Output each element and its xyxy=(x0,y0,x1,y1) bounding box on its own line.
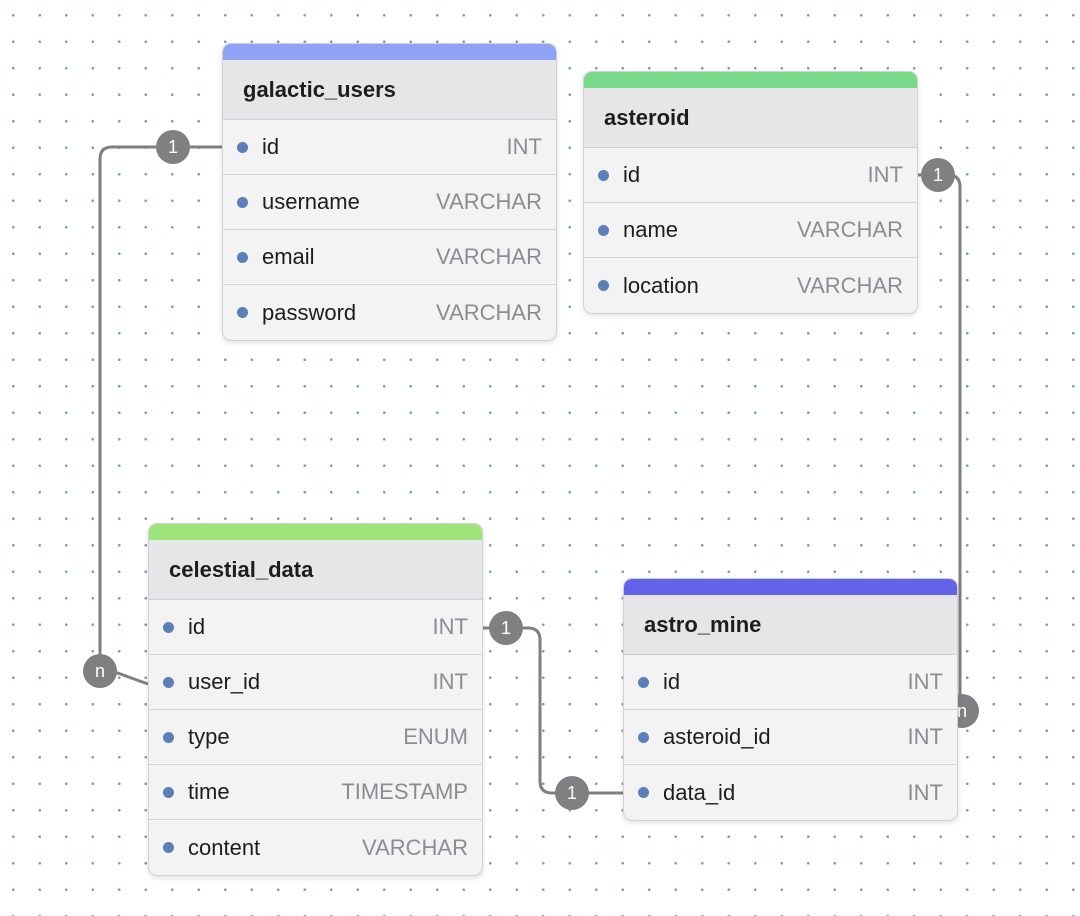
table-astro-mine[interactable]: astro_mine id INT asteroid_id INT data_i… xyxy=(623,578,958,821)
cardinality-badge-celestial-astromine-to-circle xyxy=(555,776,589,810)
field-name: type xyxy=(188,724,230,749)
field-row-data-id[interactable]: data_id INT xyxy=(624,765,957,820)
table-galactic-users[interactable]: galactic_users id INT username VARCHAR e… xyxy=(222,43,557,341)
field-type: INT xyxy=(907,724,943,749)
field-dot-icon xyxy=(237,196,248,208)
cardinality-badge-users-celestial-from-circle xyxy=(156,130,190,164)
cardinality-badge-celestial-astromine-from: 1 xyxy=(489,611,523,645)
field-row-username[interactable]: username VARCHAR xyxy=(223,175,556,230)
field-row-id[interactable]: id INT xyxy=(223,120,556,175)
field-type: INT xyxy=(506,134,542,159)
cardinality-badge-users-celestial-to: n xyxy=(83,654,117,688)
cardinality-badge-asteroid-astromine-from-circle xyxy=(921,158,955,192)
field-row-user-id[interactable]: user_id INT xyxy=(149,655,482,710)
table-celestial-data[interactable]: celestial_data id INT user_id INT type E… xyxy=(148,523,483,876)
table-title: asteroid xyxy=(604,104,690,130)
table-title: galactic_users xyxy=(243,76,396,102)
field-row-time[interactable]: time TIMESTAMP xyxy=(149,765,482,820)
field-type: VARCHAR xyxy=(362,834,468,860)
cardinality-badge-celestial-astromine-from-label: 1 xyxy=(501,618,511,638)
relationship-line-celestial-astromine[interactable] xyxy=(483,626,623,795)
field-name: user_id xyxy=(188,669,261,694)
field-row-id[interactable]: id INT xyxy=(149,600,482,655)
field-type: VARCHAR xyxy=(436,299,542,325)
field-type: VARCHAR xyxy=(436,189,542,214)
field-row-password[interactable]: password VARCHAR xyxy=(223,285,556,340)
field-row-content[interactable]: content VARCHAR xyxy=(149,820,482,875)
field-type: TIMESTAMP xyxy=(341,779,468,804)
field-dot-icon xyxy=(598,280,609,291)
field-name: id xyxy=(623,162,641,187)
table-header[interactable]: astro_mine xyxy=(624,595,957,655)
field-dot-icon xyxy=(163,842,174,853)
field-type: INT xyxy=(867,162,903,187)
field-dot-icon xyxy=(163,676,174,688)
field-dot-icon xyxy=(237,251,248,263)
field-dot-icon xyxy=(237,307,248,318)
field-row-asteroid-id[interactable]: asteroid_id INT xyxy=(624,710,957,765)
field-dot-icon xyxy=(163,786,174,798)
field-name: password xyxy=(262,299,357,325)
field-name: id xyxy=(663,669,681,694)
cardinality-badge-celestial-astromine-to: 1 xyxy=(555,776,589,810)
cardinality-badge-users-celestial-to-circle xyxy=(83,654,117,688)
cardinality-badge-celestial-astromine-to-label: 1 xyxy=(567,783,577,803)
cardinality-badge-asteroid-astromine-to-label: n xyxy=(957,701,967,721)
field-type: INT xyxy=(432,669,468,694)
field-name: data_id xyxy=(663,779,736,805)
table-asteroid[interactable]: asteroid id INT name VARCHAR location VA… xyxy=(583,71,918,314)
field-dot-icon xyxy=(638,731,649,743)
table-accent-bar xyxy=(223,44,556,60)
field-name: location xyxy=(623,272,699,298)
field-row-type[interactable]: type ENUM xyxy=(149,710,482,765)
field-name: asteroid_id xyxy=(663,724,771,749)
field-dot-icon xyxy=(237,141,248,153)
field-dot-icon xyxy=(163,621,174,633)
table-header[interactable]: asteroid xyxy=(584,88,917,148)
field-dot-icon xyxy=(598,224,609,236)
cardinality-badge-users-celestial-to-label: n xyxy=(95,661,105,681)
field-name: username xyxy=(262,189,360,214)
field-row-location[interactable]: location VARCHAR xyxy=(584,258,917,313)
cardinality-badge-users-celestial-from-label: 1 xyxy=(168,137,178,157)
field-type: VARCHAR xyxy=(797,272,903,298)
cardinality-badge-users-celestial-from: 1 xyxy=(156,130,190,164)
cardinality-badge-asteroid-astromine-from-label: 1 xyxy=(933,165,943,185)
table-title: celestial_data xyxy=(169,556,314,582)
table-accent-bar xyxy=(584,72,917,88)
field-type: INT xyxy=(907,779,943,805)
table-header[interactable]: galactic_users xyxy=(223,60,556,120)
field-type: VARCHAR xyxy=(436,244,542,269)
field-name: time xyxy=(188,779,230,804)
field-name: content xyxy=(188,834,261,860)
table-title: astro_mine xyxy=(644,611,762,637)
field-row-id[interactable]: id INT xyxy=(624,655,957,710)
field-dot-icon xyxy=(163,731,174,743)
field-type: INT xyxy=(907,669,943,694)
table-accent-bar xyxy=(624,579,957,595)
field-name: email xyxy=(262,244,315,269)
field-type: INT xyxy=(432,614,468,639)
field-dot-icon xyxy=(638,787,649,798)
field-name: id xyxy=(188,614,206,639)
field-row-id[interactable]: id INT xyxy=(584,148,917,203)
field-row-email[interactable]: email VARCHAR xyxy=(223,230,556,285)
field-type: VARCHAR xyxy=(797,217,903,242)
field-type: ENUM xyxy=(403,724,468,749)
field-name: name xyxy=(623,217,679,242)
cardinality-badge-asteroid-astromine-from: 1 xyxy=(921,158,955,192)
field-name: id xyxy=(262,134,280,159)
field-row-name[interactable]: name VARCHAR xyxy=(584,203,917,258)
table-accent-bar xyxy=(149,524,482,540)
table-header[interactable]: celestial_data xyxy=(149,540,482,600)
cardinality-badge-celestial-astromine-from-circle xyxy=(489,611,523,645)
field-dot-icon xyxy=(598,169,609,181)
field-dot-icon xyxy=(638,676,649,688)
